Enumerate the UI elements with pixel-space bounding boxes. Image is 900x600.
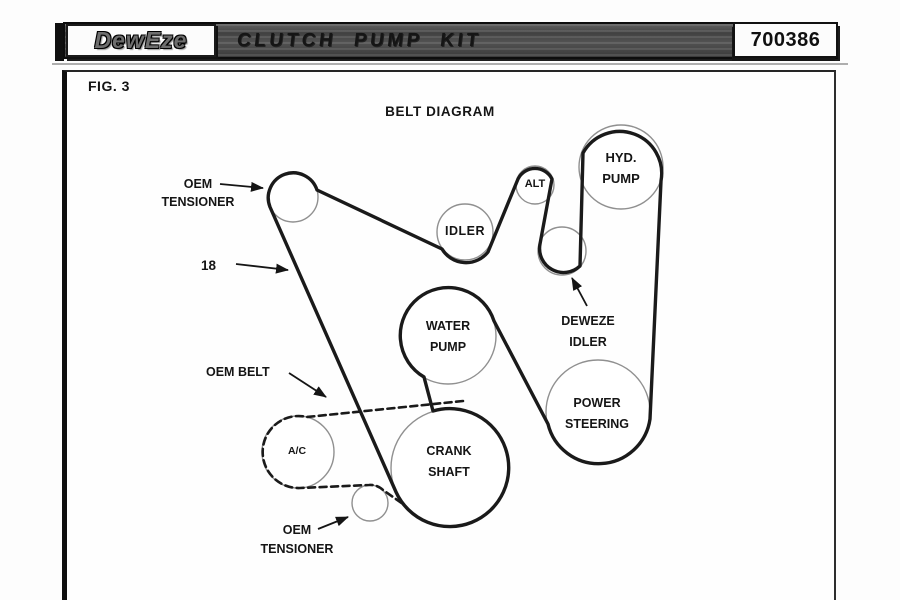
label-belt-ref: 18 xyxy=(201,258,217,273)
label-line: SHAFT xyxy=(428,465,470,479)
label-power-steering: POWER STEERING xyxy=(545,393,649,435)
kit-title: CLUTCH PUMP KIT xyxy=(235,30,483,51)
arrow-deweze-idler xyxy=(571,277,588,307)
header-left-cap xyxy=(55,23,64,61)
belt-oem-dashed xyxy=(261,399,465,506)
label-alt: ALT xyxy=(524,178,546,190)
label-line: OEM xyxy=(183,177,213,191)
brand-logo-box: DewEze xyxy=(66,24,216,57)
label-deweze-idler: DEWEZE IDLER xyxy=(546,311,630,353)
part-number: 700386 xyxy=(750,28,821,51)
diagram-title: BELT DIAGRAM xyxy=(385,104,495,119)
figure-number: FIG. 3 xyxy=(88,78,130,94)
label-line: TENSIONER xyxy=(161,195,235,209)
label-hyd-pump: HYD. PUMP xyxy=(580,147,662,189)
label-ac: A/C xyxy=(287,445,307,457)
label-line: HYD. xyxy=(605,150,637,165)
label-line: WATER xyxy=(425,319,471,333)
brand-logo: DewEze xyxy=(94,27,188,53)
label-line: OEM xyxy=(282,523,312,537)
pulley-idler xyxy=(436,203,494,261)
label-line: POWER xyxy=(573,396,621,410)
label-idler: IDLER xyxy=(445,224,485,238)
pulley-hyd-pump xyxy=(578,124,664,210)
label-line: PUMP xyxy=(429,340,467,354)
arrow-oem-tensioner-top xyxy=(219,181,264,192)
arrow-belt-ref-18 xyxy=(235,263,289,274)
label-line: TENSIONER xyxy=(260,542,334,556)
belt-serpentine xyxy=(266,129,664,529)
part-number-box: 700386 xyxy=(733,22,838,58)
arrow-oem-belt xyxy=(288,372,327,398)
label-line: STEERING xyxy=(565,417,629,431)
arrow-oem-tensioner-bottom xyxy=(317,516,349,530)
header-underline xyxy=(52,63,848,65)
label-line: PUMP xyxy=(602,171,640,186)
label-line: CRANK xyxy=(426,444,472,458)
label-crank-shaft: CRANK SHAFT xyxy=(408,441,490,483)
label-oem-tensioner-bottom: OEM TENSIONER xyxy=(249,521,345,559)
label-line: DEWEZE xyxy=(561,314,615,328)
label-oem-belt: OEM BELT xyxy=(206,365,270,379)
label-water-pump: WATER PUMP xyxy=(407,316,489,358)
label-oem-tensioner-top: OEM TENSIONER xyxy=(150,175,246,211)
label-line: IDLER xyxy=(569,335,607,349)
